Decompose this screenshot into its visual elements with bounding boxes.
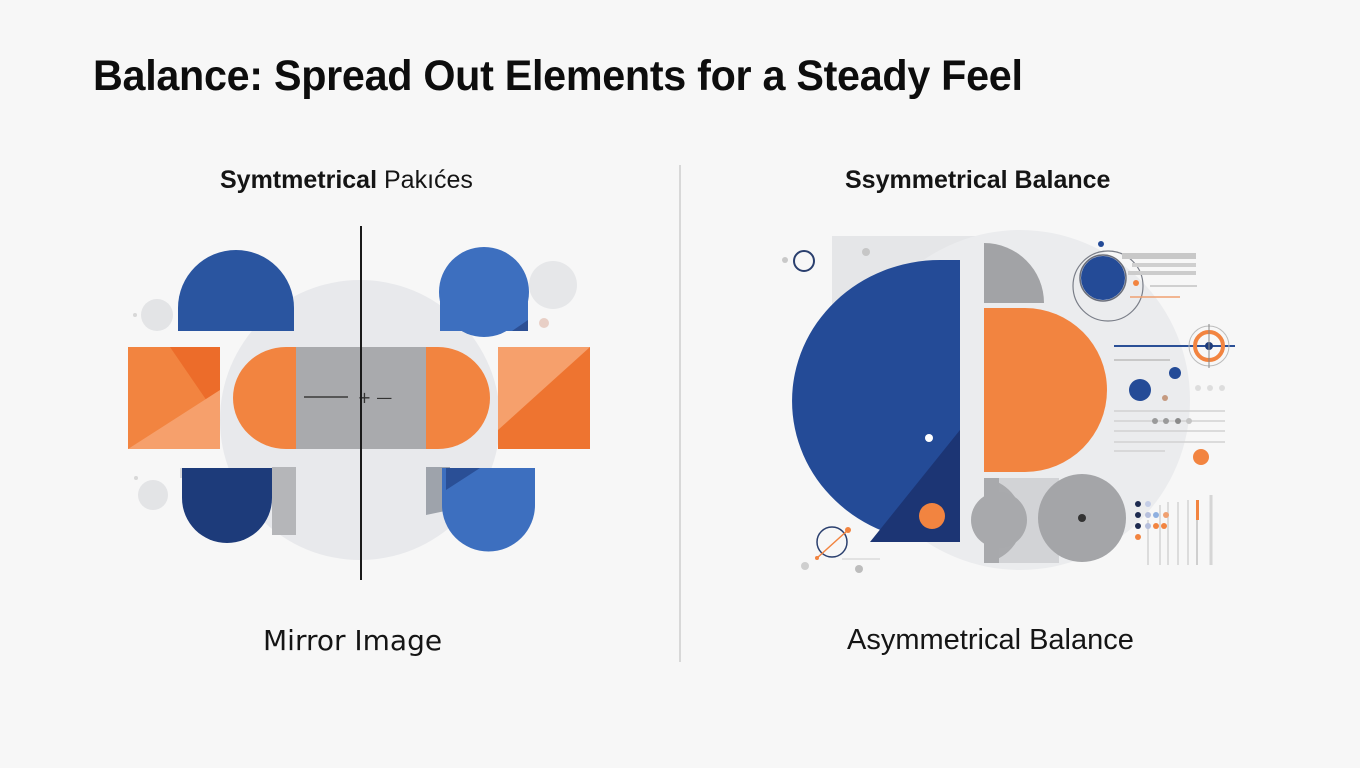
top-left-blue-dome [178, 250, 294, 331]
bottom-right-blue [442, 468, 535, 552]
left-panel-heading: Symtmetrical Pakıćes [220, 166, 473, 195]
orange-half-circle [984, 308, 1107, 472]
left-orange-halfpill [233, 347, 296, 449]
dot-matrix-chart [1135, 495, 1213, 565]
large-blue-half-circle [792, 260, 960, 542]
crossed-circle-icon [816, 526, 848, 558]
left-caption: Mirror Image [263, 624, 443, 657]
panel-divider [679, 165, 681, 662]
left-heading-normal: Pakıćes [383, 166, 473, 194]
asymmetrical-illustration [782, 230, 1235, 573]
symmetrical-illustration: + — [128, 226, 590, 580]
page-title: Balance: Spread Out Elements for a Stead… [93, 52, 1023, 100]
svg-text:+ —: + — [358, 388, 393, 407]
right-panel-heading: Ssymmetrical Balance [845, 166, 1111, 194]
right-orange-halfpill [426, 347, 490, 449]
right-caption: Asymmetrical Balance [847, 624, 1134, 656]
orange-dot [919, 503, 945, 529]
bottom-left-dark-blue [182, 468, 272, 543]
outline-circle [793, 250, 815, 272]
left-heading-bold: Symtmetrical [220, 166, 378, 194]
